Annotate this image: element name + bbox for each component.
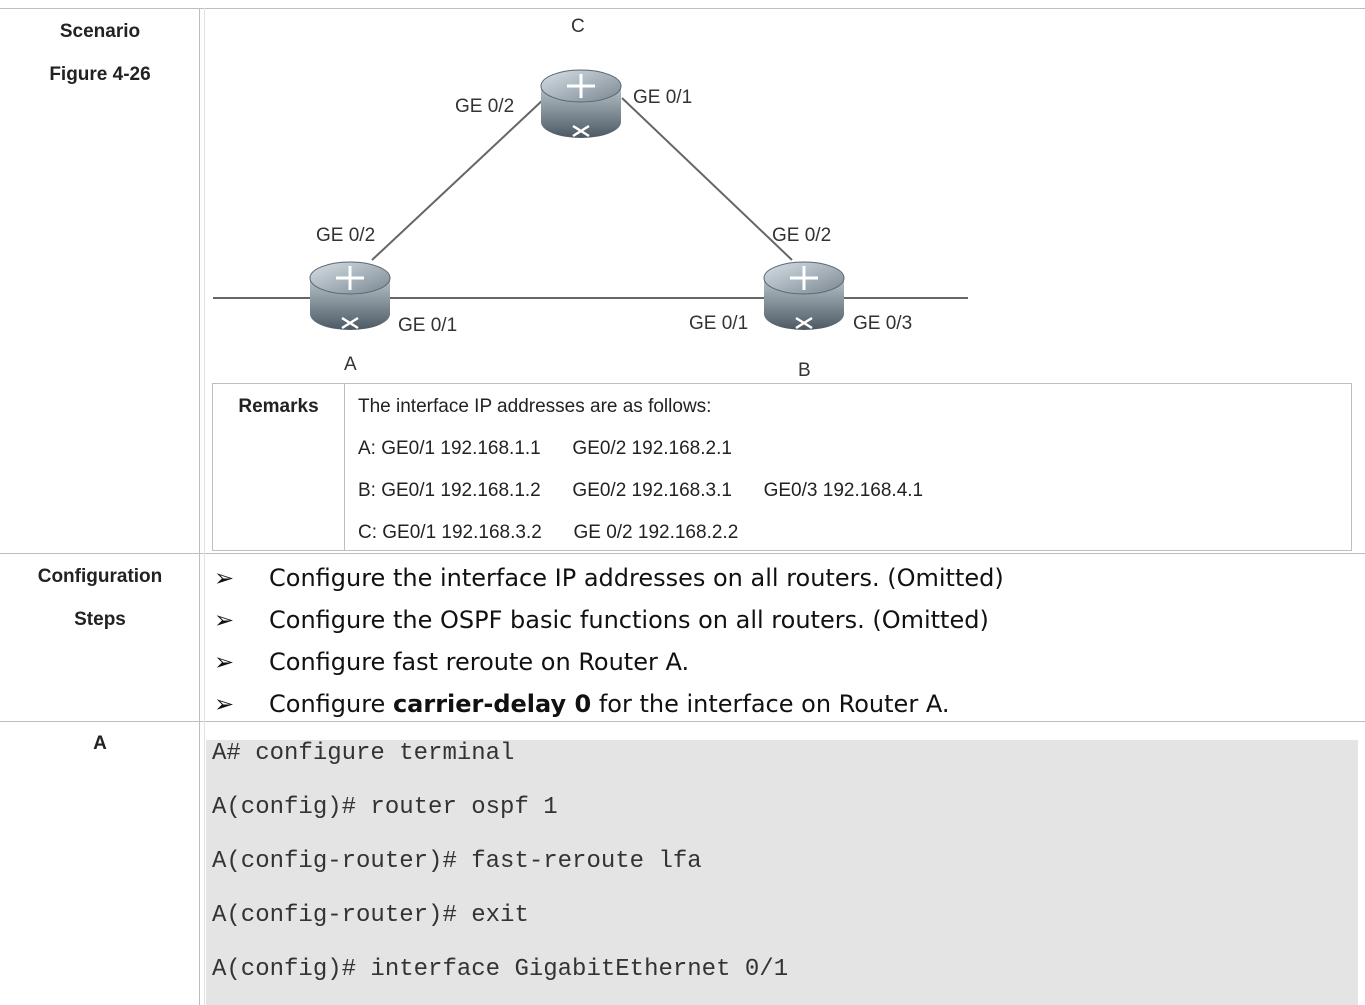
router-c-port-ge01: GE 0/1 [633, 87, 693, 108]
list-item: ➢ Configure the interface IP addresses o… [214, 557, 1004, 599]
a-label-cell: A [0, 722, 200, 765]
topology-svg [213, 69, 968, 330]
link-c-b [621, 97, 793, 261]
list-item: ➢ Configure fast reroute on Router A. [214, 641, 1004, 683]
code-line: A# configure terminal [212, 740, 515, 767]
router-c-name: C [571, 16, 585, 37]
column-divider-inner [204, 8, 205, 1005]
step-text: Configure fast reroute on Router A. [269, 648, 690, 676]
router-c-port-ge02: GE 0/2 [455, 96, 515, 117]
code-block: A# configure terminal A(config)# router … [206, 740, 1358, 1005]
router-a-icon [309, 261, 391, 330]
remarks-table: Remarks The interface IP addresses are a… [212, 383, 1352, 551]
list-item: ➢ Configure carrier-delay 0 for the inte… [214, 683, 1004, 725]
step-text: Configure the OSPF basic functions on al… [269, 606, 989, 634]
router-a-row-label: A [93, 733, 107, 754]
list-item: ➢ Configure the OSPF basic functions on … [214, 599, 1004, 641]
column-divider [199, 8, 200, 1005]
row-divider-steps [0, 721, 1365, 722]
remarks-line-c: C: GE0/1 192.168.3.2 GE 0/2 192.168.2.2 [358, 522, 739, 543]
remarks-line-a: A: GE0/1 192.168.1.1 GE0/2 192.168.2.1 [358, 438, 732, 459]
router-b-name: B [798, 360, 811, 381]
router-c-icon [540, 69, 622, 138]
router-b-port-ge03: GE 0/3 [853, 313, 913, 334]
code-line: A(config-router)# fast-reroute lfa [212, 848, 702, 875]
step-text: Configure the interface IP addresses on … [269, 564, 1004, 592]
step-text-command: carrier-delay 0 [392, 690, 592, 718]
router-a-name: A [344, 354, 357, 375]
router-b-port-ge01: GE 0/1 [689, 313, 749, 334]
router-a-port-ge02: GE 0/2 [316, 225, 376, 246]
code-line: A(config-router)# exit [212, 902, 529, 929]
code-line: A(config)# interface GigabitEthernet 0/1 [212, 956, 789, 983]
row-divider-scenario [0, 553, 1365, 554]
table-top-border [0, 8, 1365, 9]
remarks-body: The interface IP addresses are as follow… [358, 384, 923, 552]
network-diagram: C GE 0/2 GE 0/1 GE 0/2 GE 0/1 A GE 0/2 G… [0, 0, 1365, 385]
scenario-label-cell: Scenario Figure 4-26 [0, 10, 200, 96]
figure-label: Figure 4-26 [49, 64, 151, 85]
steps-label: Steps [74, 609, 126, 630]
arrow-bullet-icon: ➢ [214, 690, 235, 718]
router-b-port-ge02: GE 0/2 [772, 225, 832, 246]
scenario-label: Scenario [59, 21, 141, 42]
remarks-line-b: B: GE0/1 192.168.1.2 GE0/2 192.168.3.1 G… [358, 480, 924, 501]
code-line: A(config)# router ospf 1 [212, 794, 558, 821]
config-steps-label-cell: Configuration Steps [0, 555, 200, 641]
configuration-label: Configuration [37, 566, 163, 587]
arrow-bullet-icon: ➢ [214, 648, 235, 676]
configuration-steps-list: ➢ Configure the interface IP addresses o… [214, 557, 1004, 725]
router-a-port-ge01: GE 0/1 [398, 315, 458, 336]
link-a-c [371, 97, 546, 261]
step-text: Configure carrier-delay 0 for the interf… [269, 683, 949, 725]
router-b-icon [763, 261, 845, 330]
step-text-after: for the interface on Router A. [591, 690, 950, 718]
step-text-before: Configure [269, 690, 393, 718]
arrow-bullet-icon: ➢ [214, 606, 235, 634]
remarks-title: Remarks [213, 384, 345, 550]
remarks-line-intro: The interface IP addresses are as follow… [358, 396, 712, 417]
arrow-bullet-icon: ➢ [214, 564, 235, 592]
